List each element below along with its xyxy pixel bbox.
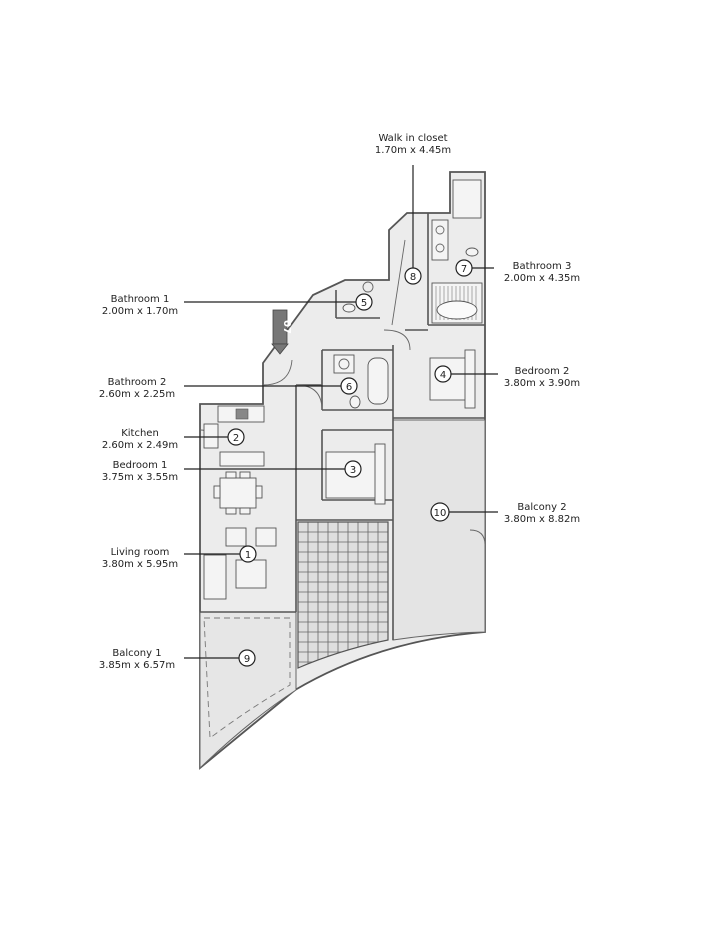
room-name: Bedroom 2 <box>515 366 570 377</box>
balcony1-edge <box>203 617 291 739</box>
toilet <box>465 247 479 257</box>
kitchen-island <box>219 451 265 467</box>
room-name: Living room <box>111 547 170 558</box>
sofa <box>203 554 227 600</box>
room-number: 10 <box>434 508 447 519</box>
armchair <box>255 527 277 547</box>
room-number: 1 <box>245 550 251 561</box>
room-name: Bedroom 1 <box>113 460 168 471</box>
room-marker <box>227 428 245 446</box>
room-size: 2.60m x 2.49m <box>102 440 178 451</box>
toilet <box>349 395 361 409</box>
room-name: Bathroom 2 <box>108 377 167 388</box>
room-number: 5 <box>361 298 367 309</box>
interior-walls <box>200 213 485 640</box>
dining-table <box>219 477 257 509</box>
room-name: Kitchen <box>121 428 159 439</box>
room-size: 1.70m x 4.45m <box>375 145 451 156</box>
room-size: 3.85m x 6.57m <box>99 660 175 671</box>
room-number: 6 <box>346 382 352 393</box>
room-size: 3.80m x 8.82m <box>504 514 580 525</box>
room-size: 2.60m x 2.25m <box>99 389 175 400</box>
room-marker <box>355 293 373 311</box>
room-name: Balcony 1 <box>112 648 161 659</box>
room-number: 8 <box>410 272 416 283</box>
room-size: 2.00m x 1.70m <box>102 306 178 317</box>
room-size: 3.80m x 3.90m <box>504 378 580 389</box>
room-number: 4 <box>440 370 446 381</box>
room-number: 3 <box>350 465 356 476</box>
tiled-deck <box>297 521 389 669</box>
room-name: Bathroom 1 <box>111 294 170 305</box>
label-bathroom1: Bathroom 1 2.00m x 1.70m 5 <box>102 293 373 317</box>
room-marker <box>455 259 473 277</box>
room-number: 2 <box>233 433 239 444</box>
room-name: Bathroom 3 <box>513 261 572 272</box>
label-balcony1: Balcony 1 3.85m x 6.57m 9 <box>99 648 256 671</box>
room-marker <box>344 460 362 478</box>
entry-arrow-icon <box>271 343 289 355</box>
label-walk-in-closet: Walk in closet 1.70m x 4.45m 8 <box>375 133 451 285</box>
coffee-table <box>235 559 267 589</box>
room-size: 2.00m x 4.35m <box>504 273 580 284</box>
room-name: Walk in closet <box>378 133 447 144</box>
room-marker <box>239 545 257 563</box>
sink <box>333 354 355 374</box>
room-number: 9 <box>244 654 250 665</box>
label-bathroom2: Bathroom 2 2.60m x 2.25m 6 <box>99 377 358 400</box>
closet-shelf <box>452 179 482 219</box>
label-bedroom2: 4 Bedroom 2 3.80m x 3.90m <box>434 365 580 389</box>
label-living-room: Living room 3.80m x 5.95m 1 <box>102 545 257 570</box>
room-number: 7 <box>461 264 467 275</box>
bed-bedroom2 <box>429 357 471 401</box>
label-balcony2: 10 Balcony 2 3.80m x 8.82m <box>430 502 580 525</box>
room-labels: Walk in closet 1.70m x 4.45m 8 7 Bathroo… <box>99 133 580 671</box>
armchair <box>225 527 247 547</box>
room-marker <box>340 377 358 395</box>
toilet <box>342 303 356 313</box>
room-name: Balcony 2 <box>517 502 566 513</box>
room-size: 3.75m x 3.55m <box>102 472 178 483</box>
bathtub <box>367 357 389 405</box>
room-marker <box>404 267 422 285</box>
label-kitchen: Kitchen 2.60m x 2.49m 2 <box>102 428 245 451</box>
label-bedroom1: Bedroom 1 3.75m x 3.55m 3 <box>102 460 362 483</box>
room-size: 3.80m x 5.95m <box>102 559 178 570</box>
label-bathroom3: 7 Bathroom 3 2.00m x 4.35m <box>455 259 580 284</box>
unit-badge-text: 07 <box>281 320 292 334</box>
room-marker <box>238 649 256 667</box>
